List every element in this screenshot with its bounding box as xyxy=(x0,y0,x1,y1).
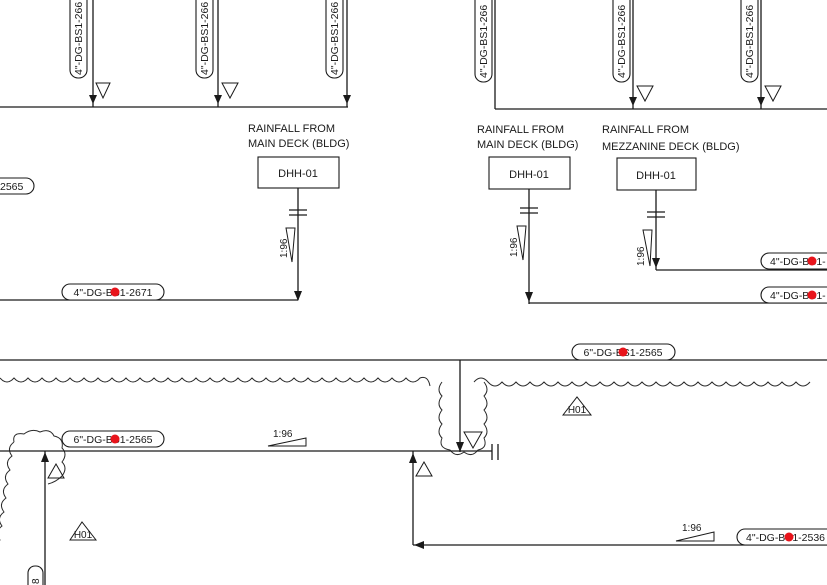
pipe-tag: 6"-DG-BS1-2565 xyxy=(61,430,165,448)
slope-label: 1:96 xyxy=(279,238,290,258)
revision-marker: H01 xyxy=(69,521,98,541)
pipe-tag-vertical: 4"-DG-BS1-266 xyxy=(612,0,631,83)
pipe-tag-text: 4"-DG-BS1- xyxy=(770,290,826,302)
pipe-tag-vertical: 4"-DG-BS1-266 xyxy=(325,0,344,79)
pipe-tag-vertical: 8 xyxy=(27,565,44,585)
arrowhead xyxy=(214,95,222,104)
pipe-tag-vertical: 4"-DG-BS1-266 xyxy=(195,0,214,79)
pipe-tag-outline xyxy=(0,177,35,195)
slope-symbol xyxy=(516,225,527,261)
revision-cloud xyxy=(0,376,431,387)
pipe-tag-outline xyxy=(27,565,44,585)
slope-label: 1:96 xyxy=(682,523,702,534)
source-label-line2: MAIN DECK (BLDG) xyxy=(248,138,349,150)
equipment-box xyxy=(257,156,340,189)
pipe-tag-outline xyxy=(195,0,214,79)
arrowhead xyxy=(294,291,302,301)
redline-marker xyxy=(110,434,120,444)
slope-symbol xyxy=(285,227,296,263)
source-label-line1: RAINFALL FROM xyxy=(477,124,564,136)
equipment-box xyxy=(616,157,697,191)
arrowhead xyxy=(414,541,424,549)
revision-cloud xyxy=(0,429,66,541)
pipe-tag-text: 4"-DG-BS1-266 xyxy=(199,2,211,75)
source-label-line1: RAINFALL FROM xyxy=(602,124,689,136)
pipe-tag-text: 4"-DG-BS1- xyxy=(770,256,826,268)
source-label-line1: RAINFALL FROM xyxy=(248,123,335,135)
redline-marker xyxy=(618,347,628,357)
pipe-tag-text: 4"-DG-BS1-266 xyxy=(616,5,628,78)
pipe-tag-vertical: 4"-DG-BS1-266 xyxy=(474,0,493,83)
pipe-tag-vertical: 4"-DG-BS1-266 xyxy=(69,0,88,79)
arrowhead xyxy=(456,442,464,452)
slope-label: 1:96 xyxy=(509,237,520,257)
revision-marker: H01 xyxy=(561,396,593,416)
pipe-tag-vertical: 4"-DG-BS1-266 xyxy=(740,0,759,83)
revision-text: H01 xyxy=(74,530,93,541)
slope-symbol xyxy=(267,437,307,447)
source-label-line2: MAIN DECK (BLDG) xyxy=(477,139,578,151)
pipe-tag: 4"-DG-BS1-2536 xyxy=(736,528,827,546)
flow-triangle xyxy=(636,85,654,103)
flow-triangle xyxy=(95,82,111,100)
pipe-tag-text: 4"-DG-BS1-266 xyxy=(478,5,490,78)
slope-symbol xyxy=(675,531,715,542)
slope-label: 1:96 xyxy=(273,429,293,440)
arrowhead xyxy=(343,95,351,104)
equipment-tag: DHH-01 xyxy=(509,169,549,181)
flow-triangle xyxy=(47,462,65,479)
arrowhead xyxy=(89,95,97,104)
equipment-tag: DHH-01 xyxy=(636,170,676,182)
pipe-tag: 4"-DG-BS1- xyxy=(760,252,827,270)
arrowhead xyxy=(409,453,417,463)
pipe-tag-text: 4"-DG-BS1-266 xyxy=(73,2,85,75)
slope-label: 1:96 xyxy=(636,246,647,266)
revision-cloud xyxy=(438,381,488,456)
redline-marker xyxy=(784,532,794,542)
arrowhead xyxy=(525,292,533,302)
pipe-tag-outline xyxy=(69,0,88,79)
arrowhead xyxy=(652,258,660,268)
pipe-tag-outline xyxy=(474,0,493,83)
pipe-tag: 6"-DG-BS1-2565 xyxy=(571,343,676,361)
redline-marker xyxy=(807,290,817,300)
pipe-tag-text: 8 xyxy=(31,578,42,584)
arrowhead xyxy=(629,97,637,106)
equipment-tag: DHH-01 xyxy=(278,168,318,180)
flow-triangle xyxy=(463,431,483,450)
pipe-tag: 4"-DG-BS1- xyxy=(760,286,827,304)
source-label-line2: MEZZANINE DECK (BLDG) xyxy=(602,141,740,153)
pipe-tag-left-partial: 2565 xyxy=(0,177,35,195)
pipe-tag-outline xyxy=(736,528,827,546)
pipe-tag-outline xyxy=(740,0,759,83)
flow-triangle xyxy=(764,85,782,103)
revision-cloud xyxy=(473,377,811,387)
flow-triangle xyxy=(221,82,239,100)
pipe-tag: 4"-DG-BS1-2671 xyxy=(61,283,165,301)
pipe-tag-text: 4"-DG-BS1-266 xyxy=(744,5,756,78)
arrowhead xyxy=(757,97,765,106)
redline-marker xyxy=(110,287,120,297)
pipe-tag-outline xyxy=(612,0,631,83)
revision-triangle xyxy=(561,396,593,416)
pipe-tag-outline xyxy=(325,0,344,79)
pipe-tag-text: 4"-DG-BS1-266 xyxy=(329,2,341,75)
arrowhead xyxy=(41,452,49,462)
redline-marker xyxy=(807,256,817,266)
flow-triangle xyxy=(415,460,433,477)
slope-symbol xyxy=(642,229,653,267)
revision-triangle xyxy=(69,521,98,541)
revision-text: H01 xyxy=(568,405,587,416)
pipe-tag-text: 2565 xyxy=(0,181,24,193)
